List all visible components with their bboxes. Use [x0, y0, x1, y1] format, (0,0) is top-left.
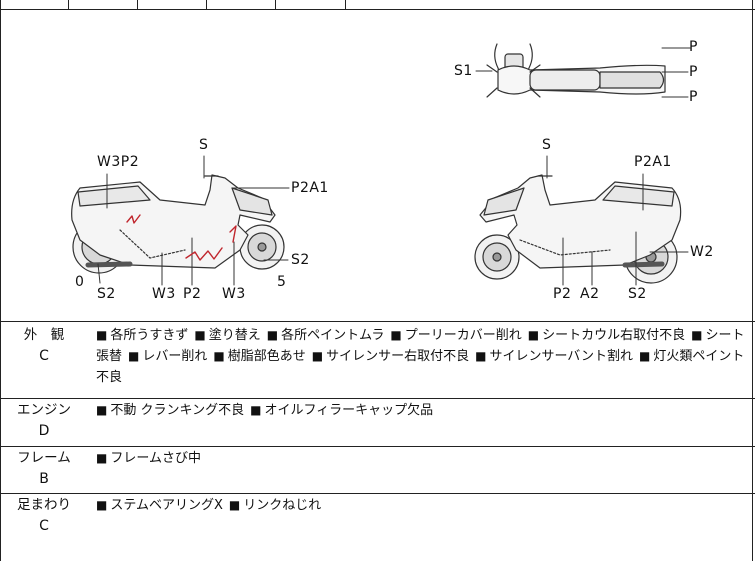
section-items: ■各所うすきず■塗り替え■各所ペイントムラ■プーリーカバー削れ■シートカウル右取…	[96, 328, 745, 385]
divider	[0, 398, 755, 399]
section-frame: フレーム B ■フレームさび中	[0, 448, 755, 492]
list-item: リンクねじれ	[243, 498, 322, 513]
list-item: サイレンサー右取付不良	[326, 349, 470, 364]
label-right-p2: P2	[553, 286, 572, 302]
label-right-w2: W2	[690, 244, 714, 260]
scooter-right-view	[474, 174, 682, 284]
label-left-s2-right: S2	[291, 252, 310, 268]
label-left-w3p2: W3P2	[97, 154, 140, 170]
section-category: エンジン D	[0, 400, 88, 442]
label-left-zero: 0	[75, 274, 85, 290]
label-right-a2: A2	[580, 286, 600, 302]
list-item: プーリーカバー削れ	[404, 328, 522, 343]
label-top-p1: P	[689, 39, 698, 55]
section-grade: C	[39, 348, 49, 364]
list-item: フレームさび中	[110, 451, 201, 466]
list-item: シート張替	[96, 328, 745, 364]
section-items: ■フレームさび中	[96, 451, 201, 466]
label-left-s: S	[199, 137, 209, 153]
section-suspension: 足まわり C ■ステムベアリングX■リンクねじれ	[0, 495, 755, 555]
label-left-w3-a: W3	[152, 286, 176, 302]
list-item: サイレンサーバント割れ	[489, 349, 633, 364]
scooter-drawings	[71, 43, 691, 286]
section-grade: B	[39, 471, 49, 487]
list-item: 不動 クランキング不良	[110, 403, 245, 418]
list-item: シートカウル右取付不良	[542, 328, 686, 343]
scooter-left-view	[71, 174, 285, 274]
divider	[0, 321, 755, 322]
list-item: 樹脂部色あせ	[227, 349, 306, 364]
list-item: 塗り替え	[208, 328, 261, 343]
label-left-w3-b: W3	[222, 286, 246, 302]
section-grade: C	[39, 518, 49, 534]
damage-marks	[126, 214, 237, 261]
list-item: レバー削れ	[142, 349, 208, 364]
list-item: 灯火類ペイント不良	[96, 349, 745, 385]
section-engine: エンジン D ■不動 クランキング不良■オイルフィラーキャップ欠品	[0, 400, 755, 444]
label-left-five: 5	[277, 274, 287, 290]
section-items: ■不動 クランキング不良■オイルフィラーキャップ欠品	[96, 403, 434, 418]
label-left-s2: S2	[97, 286, 116, 302]
divider	[0, 493, 755, 494]
label-top-s1: S1	[454, 63, 473, 79]
section-exterior: 外 観 C ■各所うすきず■塗り替え■各所ペイントムラ■プーリーカバー削れ■シー…	[0, 325, 755, 395]
top-table-row	[0, 0, 755, 10]
scooter-damage-diagram: S1 P P P W3P2 S P2A1 S2 0 S2 W3 P2 W3 5 …	[0, 10, 755, 321]
section-grade: D	[38, 423, 50, 439]
list-item: 各所うすきず	[110, 328, 189, 343]
section-category: フレーム B	[0, 448, 88, 490]
label-right-s2: S2	[628, 286, 647, 302]
list-item: オイルフィラーキャップ欠品	[264, 403, 434, 418]
label-right-s: S	[542, 137, 552, 153]
label-top-p2: P	[689, 64, 698, 80]
label-top-p3: P	[689, 89, 698, 105]
label-left-p2a1: P2A1	[291, 180, 329, 196]
section-category: 足まわり C	[0, 495, 88, 537]
label-left-p2: P2	[183, 286, 202, 302]
list-item: 各所ペイントムラ	[281, 328, 385, 343]
section-category: 外 観 C	[0, 325, 88, 367]
section-items: ■ステムベアリングX■リンクねじれ	[96, 498, 322, 513]
scooter-top-view	[486, 43, 666, 98]
label-right-p2a1: P2A1	[634, 154, 672, 170]
divider	[0, 446, 755, 447]
list-item: ステムベアリングX	[110, 498, 223, 513]
leader-lines	[97, 47, 691, 286]
